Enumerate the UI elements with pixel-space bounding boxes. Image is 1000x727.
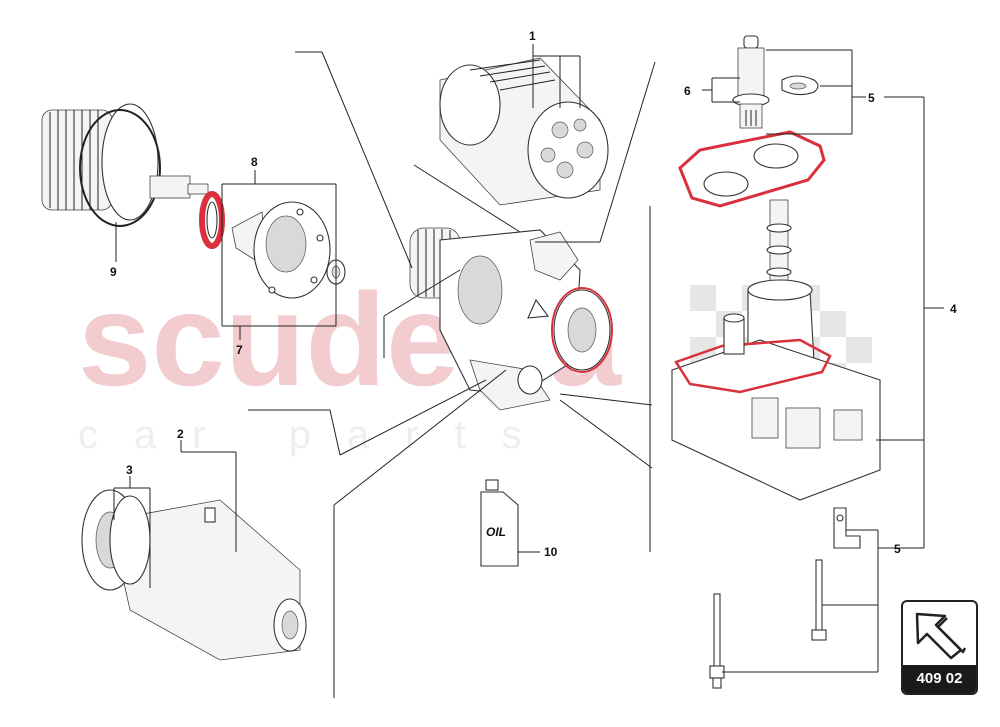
callout-10: 10 [544, 545, 558, 559]
central-pump-assembly [409, 227, 613, 411]
leader-lines [113, 44, 944, 698]
callout-8: 8 [251, 155, 258, 169]
callout-7: 7 [236, 343, 243, 357]
part-4-valve-housing [671, 199, 881, 501]
part-9-clutch-drum [41, 103, 209, 227]
arrow-up-left-icon [915, 612, 967, 660]
callout-2: 2 [177, 427, 184, 441]
badge-code: 409 02 [903, 665, 976, 693]
top-gasket [678, 130, 826, 208]
part-8-seal-and-cover [199, 191, 346, 299]
part-10-oil-bottle: OIL [480, 479, 519, 567]
part-5-bracket-and-bolts [709, 507, 861, 689]
callout-labels: 1 2 3 4 5 5 6 7 8 9 10 [110, 29, 957, 559]
callout-1: 1 [529, 29, 536, 43]
part-5-circlip [781, 75, 819, 96]
callout-5-bottom: 5 [894, 542, 901, 556]
part-2-electric-motor [81, 489, 307, 661]
callout-4: 4 [950, 302, 957, 316]
callout-6: 6 [684, 84, 691, 98]
page-reference-badge[interactable]: 409 02 [901, 600, 978, 695]
callout-5-top: 5 [868, 91, 875, 105]
part-1-rotor [439, 57, 609, 206]
oil-bottle-label: OIL [486, 525, 506, 539]
callout-3: 3 [126, 463, 133, 477]
watermark-subtitle: car parts [78, 413, 558, 457]
part-6-valve [732, 35, 770, 129]
callout-9: 9 [110, 265, 117, 279]
